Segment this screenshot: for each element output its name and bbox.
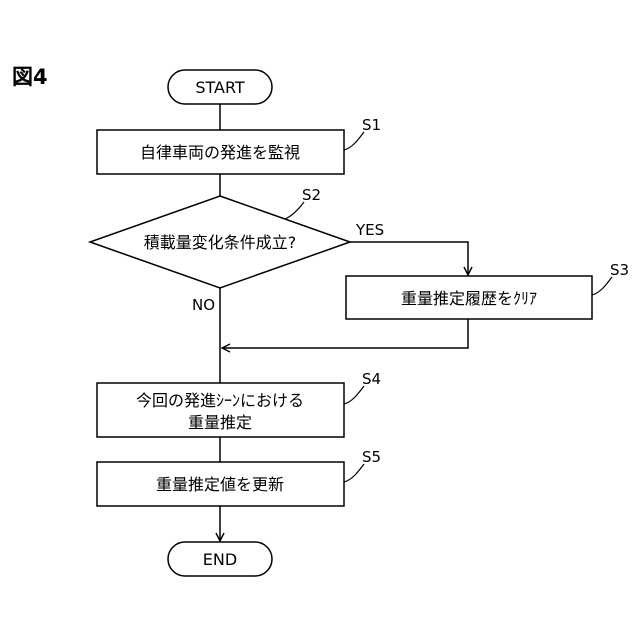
edge-s2-yes [350,242,468,275]
process-s4-text-line1: 今回の発進ｼｰﾝにおける [136,391,304,410]
step-label-s2: S2 [302,186,321,204]
leader-s5 [344,464,364,482]
edge-label-yes: YES [355,221,384,239]
process-s1-text: 自律車両の発進を監視 [140,143,300,162]
leader-s3 [592,277,612,295]
step-label-s5: S5 [362,448,381,466]
step-label-s1: S1 [362,116,381,134]
start-label: START [195,78,245,97]
figure-label: 図4 [12,65,48,89]
decision-s2-text: 積載量変化条件成立? [144,233,297,252]
leader-s4 [344,386,364,404]
process-s5-text: 重量推定値を更新 [156,475,284,494]
step-label-s4: S4 [362,370,381,388]
process-s4-text-line2: 重量推定 [188,413,252,432]
leader-s2 [285,202,304,219]
end-label: END [203,550,237,569]
step-label-s3: S3 [610,261,629,279]
edge-label-no: NO [192,296,215,314]
leader-s1 [344,132,364,150]
process-s3-text: 重量推定履歴をｸﾘｱ [401,289,537,308]
edge-s3-return [222,319,468,348]
